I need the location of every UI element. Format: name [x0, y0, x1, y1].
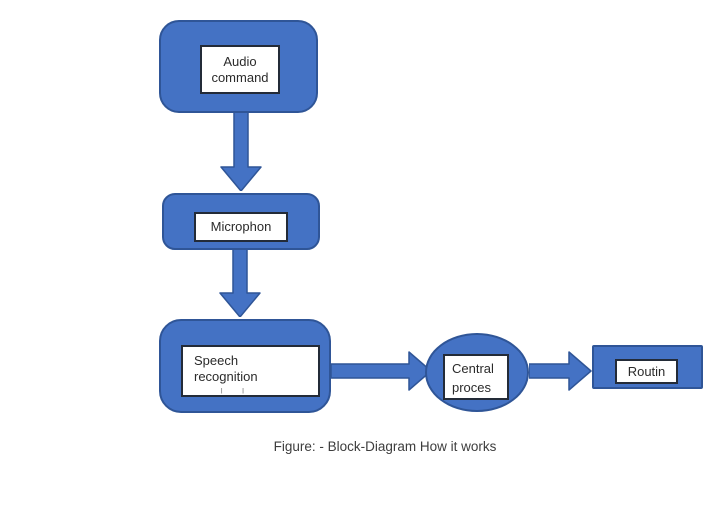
right-arrow-speech-to-central-icon [331, 351, 432, 391]
node-central-process: Central proces [425, 333, 529, 412]
figure-caption: Figure: - Block-Diagram How it works [273, 439, 497, 454]
central-process-label-box: Central proces [443, 354, 509, 400]
microphone-label-box: Microphon [194, 212, 288, 242]
node-label-line: Routin [627, 363, 666, 379]
right-arrow-central-to-routine-icon [529, 351, 592, 391]
audio-command-label-box: Audio command [200, 45, 280, 94]
clipped-text-marks: | | [221, 388, 253, 394]
node-label-line: Audio [223, 53, 257, 69]
routine-label-box: Routin [615, 359, 678, 384]
node-speech-recognition: Speech recognition | | [159, 319, 331, 413]
node-microphone: Microphon [162, 193, 320, 250]
node-label-line: recognition [194, 369, 258, 384]
down-arrow-audio-to-microphone-icon [220, 112, 262, 191]
node-label-line: Speech [194, 353, 239, 368]
speech-recognition-label-box: Speech recognition | | [181, 345, 320, 397]
down-arrow-microphone-to-speech-icon [219, 249, 261, 317]
node-label-line: Microphon [210, 219, 272, 234]
node-label-line: command [211, 69, 269, 85]
node-audio-command: Audio command [159, 20, 318, 113]
node-label-line: proces [452, 380, 492, 395]
node-routine: Routin [592, 345, 703, 389]
node-label-line: Central [452, 361, 494, 376]
